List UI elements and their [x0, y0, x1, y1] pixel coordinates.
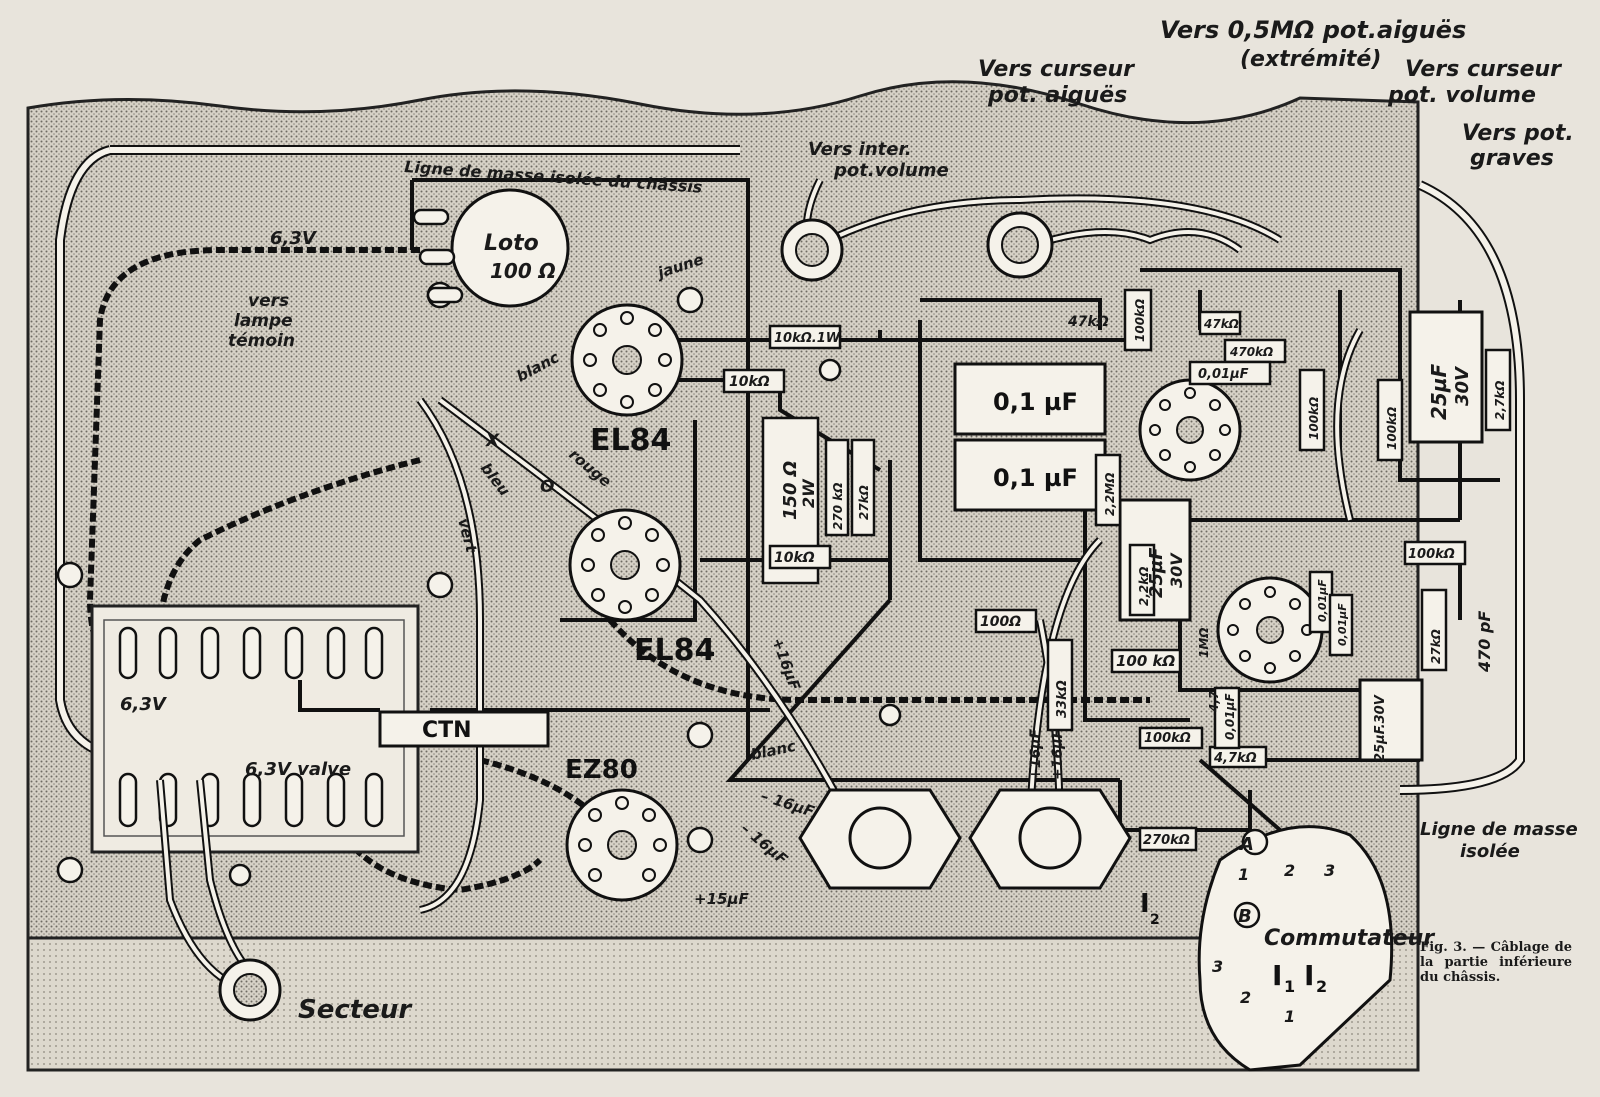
- tube-el84-b: EL84: [634, 633, 715, 668]
- tube-el84-a: EL84: [590, 423, 671, 458]
- wiring: [298, 178, 1500, 832]
- label-63v-top: 6,3V: [270, 228, 318, 249]
- loto-label-2: 100 Ω: [490, 259, 556, 283]
- c01-b: 0,1 µF: [993, 464, 1078, 492]
- r33k: 33kΩ: [1055, 680, 1070, 718]
- switch-n3b: 3: [1212, 957, 1223, 976]
- r47k-a: 47kΩ: [1067, 314, 1109, 330]
- resistor-bodies: [722, 288, 1512, 852]
- cap-p16-b: +16µF: [1028, 728, 1044, 780]
- label-curseur-aigues-2: pot. aiguës: [987, 83, 1127, 108]
- r100k-v3: 100kΩ: [1385, 407, 1399, 450]
- svg-text:I: I: [1272, 959, 1282, 992]
- wire-x: X: [485, 431, 500, 451]
- ctn-label: CTN: [422, 718, 472, 743]
- svg-text:I: I: [1140, 889, 1150, 919]
- r100k-h3: 100kΩ: [1144, 731, 1191, 746]
- c001-c: 0,01µF: [1316, 579, 1329, 622]
- c001-a: 0,01µF: [1198, 367, 1249, 382]
- switch-n3: 3: [1324, 861, 1335, 880]
- r150-2: 2W: [799, 478, 818, 508]
- label-masse-isolee-1: Ligne de masse: [1420, 819, 1578, 840]
- c001-d: 0,01µF: [1336, 603, 1349, 646]
- r270k-b: 270kΩ: [1143, 833, 1190, 848]
- r100k-v2: 100kΩ: [1307, 397, 1321, 440]
- figure-caption: Fig. 3. — Câblage de la partie inférieur…: [1420, 940, 1572, 985]
- r22k: 2,2kΩ: [1137, 567, 1151, 606]
- c25-b-2: 30V: [1167, 552, 1186, 588]
- r100-ohm: 100Ω: [980, 614, 1021, 630]
- label-63v-left: 6,3V: [120, 694, 168, 715]
- r10k-a: 10kΩ: [729, 374, 770, 390]
- wire-o: O: [540, 477, 554, 497]
- label-lampe-1: vers: [248, 291, 289, 311]
- r150-1: 150 Ω: [780, 461, 801, 520]
- label-masse-isolee-2: isolée: [1460, 841, 1520, 862]
- ctn-body: [378, 710, 550, 748]
- r100k-v1: 100kΩ: [1133, 299, 1147, 342]
- switch-side-i2: I 2: [1140, 889, 1160, 928]
- r22m: 2,2MΩ: [1103, 473, 1117, 516]
- c25-a-2: 30V: [1452, 365, 1473, 406]
- grommets: [218, 211, 1054, 1022]
- label-extremite: (extrémité): [1240, 47, 1381, 72]
- heater-twisted-wire: [86, 247, 1150, 894]
- r47-small: 4,7: [1207, 690, 1221, 713]
- switch-title: Commutateur: [1264, 926, 1435, 951]
- c001-b: 0,01µF: [1223, 693, 1237, 740]
- switch-n1: 1: [1238, 865, 1249, 884]
- r1m: 1MΩ: [1197, 628, 1211, 659]
- r10k-b: 10kΩ: [774, 550, 815, 566]
- hex-bushings: [798, 788, 1132, 890]
- svg-text:1: 1: [1284, 977, 1295, 996]
- c25-b-1: 25µF: [1146, 547, 1167, 598]
- r100k-h2: 100kΩ: [1408, 547, 1455, 562]
- svg-text:2: 2: [1150, 912, 1160, 928]
- label-pot-graves-2: graves: [1470, 146, 1554, 171]
- r27k-a: 27kΩ: [857, 485, 871, 520]
- r27k-b: 2,7kΩ: [1493, 381, 1507, 420]
- r100k-h1: 100 kΩ: [1116, 652, 1176, 670]
- label-secteur: Secteur: [298, 995, 413, 1025]
- switch-b: B: [1238, 906, 1252, 927]
- r10k-1w: 10kΩ.1W: [774, 331, 841, 346]
- r47k-c: 4,7kΩ: [1213, 751, 1257, 766]
- r47k-b: 47kΩ: [1203, 317, 1239, 331]
- r270k: 270 kΩ: [831, 483, 845, 530]
- c25-c: 25µF.30V: [1373, 694, 1388, 762]
- label-pot-graves-1: Vers pot.: [1462, 121, 1574, 146]
- cap-p15: +15µF: [694, 890, 749, 908]
- svg-text:2: 2: [1316, 977, 1327, 996]
- label-inter-1: Vers inter.: [808, 139, 912, 160]
- switch-n2b: 2: [1240, 988, 1251, 1007]
- tube-ez80: EZ80: [565, 755, 638, 785]
- label-curseur-volume-2: pot. volume: [1387, 83, 1536, 108]
- switch-i1i2: I 1 I 2: [1272, 959, 1327, 996]
- switch-n2: 2: [1284, 861, 1295, 880]
- label-inter-2: pot.volume: [833, 160, 949, 181]
- c25-a-1: 25µF: [1427, 363, 1451, 420]
- c470p: 470 pF: [1475, 611, 1494, 673]
- commutator-switch: [1197, 825, 1394, 1072]
- switch-a: A: [1238, 834, 1254, 855]
- loto-label-1: Loto: [484, 231, 539, 256]
- transformer-lugs: [118, 626, 384, 828]
- label-curseur-volume-1: Vers curseur: [1405, 57, 1562, 82]
- switch-n1b: 1: [1284, 1007, 1295, 1026]
- label-curseur-aigues-1: Vers curseur: [978, 57, 1135, 82]
- label-vers-pot-aigues: Vers 0,5MΩ pot.aiguës: [1160, 16, 1466, 44]
- r27k-c: 27kΩ: [1429, 629, 1443, 664]
- label-63v-valve: 6,3V valve: [245, 759, 351, 780]
- svg-text:I: I: [1304, 959, 1314, 992]
- label-lampe-3: témoin: [228, 331, 295, 351]
- loto-potentiometer: [412, 188, 570, 308]
- socket-pins: [578, 311, 1313, 882]
- r470k: 470kΩ: [1229, 345, 1273, 359]
- c01-a: 0,1 µF: [993, 388, 1078, 416]
- cap-p16-c: +16µF: [1050, 728, 1066, 780]
- label-lampe-2: lampe: [234, 311, 293, 331]
